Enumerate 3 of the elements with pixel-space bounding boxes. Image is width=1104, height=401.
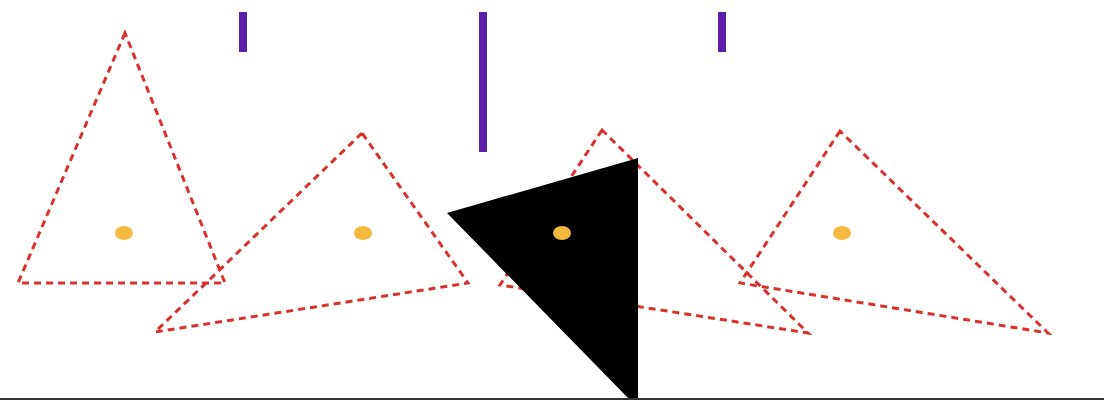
dashed-triangle xyxy=(737,128,1053,336)
solid-triangle xyxy=(447,158,638,400)
dashed-triangle xyxy=(15,29,228,285)
